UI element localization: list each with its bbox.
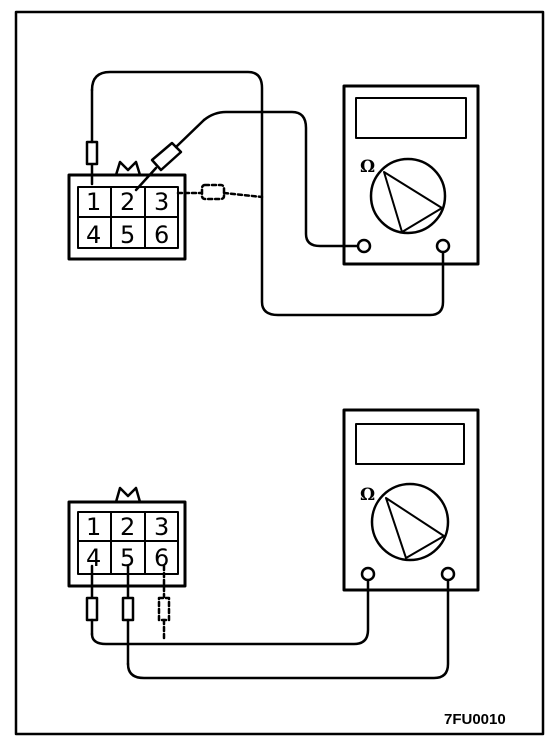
top-meter-dial-pointer [383, 171, 443, 233]
bottom-wire-pin5 [126, 574, 450, 680]
bottom-meter-dial [370, 482, 450, 562]
top-pin-label: 3 [154, 188, 169, 216]
top-probe-pin3-dashed [176, 183, 264, 201]
top-wire-pin1 [90, 70, 445, 317]
top-pin-label: 5 [120, 221, 135, 249]
top-probe-pin2 [134, 118, 206, 192]
top-meter-terminal-com [356, 238, 372, 254]
top-pin-label: 1 [86, 188, 101, 216]
top-meter-dial [369, 157, 447, 235]
bottom-pin-label: 4 [86, 544, 101, 572]
bottom-meter-terminal-com [360, 566, 376, 582]
top-pin-label: 4 [86, 221, 101, 249]
bottom-probe-pin4 [85, 564, 99, 636]
top-meter-ohm-symbol: Ω [360, 157, 375, 177]
top-setup: 1 2 3 4 5 6 [67, 70, 480, 317]
figure-code: 7FU0010 [444, 711, 506, 728]
top-connector-lock-tab [114, 160, 142, 177]
top-probe-pin1 [85, 88, 99, 186]
top-pin-label: 6 [154, 221, 169, 249]
top-multimeter: Ω [342, 84, 480, 266]
bottom-meter-ohm-symbol: Ω [360, 485, 375, 505]
bottom-wire-pin4 [90, 574, 370, 646]
top-meter-terminal-v-ohm [435, 238, 451, 254]
bottom-pin-label: 3 [154, 513, 169, 541]
bottom-pin-label: 2 [120, 513, 135, 541]
top-wire-pin2 [202, 110, 366, 248]
bottom-connector-lock-tab [114, 486, 142, 504]
bottom-pin-label: 5 [120, 544, 135, 572]
figure-frame [14, 10, 545, 736]
bottom-multimeter: Ω [342, 408, 480, 592]
bottom-meter-dial-pointer [385, 497, 445, 559]
top-connector: 1 2 3 4 5 6 [67, 160, 187, 261]
bottom-probe-pin5 [121, 564, 135, 666]
bottom-pin-label: 1 [86, 513, 101, 541]
bottom-meter-terminal-v-ohm [440, 566, 456, 582]
top-meter-display [355, 97, 467, 139]
bottom-setup: 1 2 3 4 5 6 [67, 408, 480, 680]
bottom-probe-pin6-dashed [157, 564, 171, 642]
bottom-pin-label: 6 [154, 544, 169, 572]
top-pin-label: 2 [120, 188, 135, 216]
bottom-meter-display [355, 423, 465, 465]
